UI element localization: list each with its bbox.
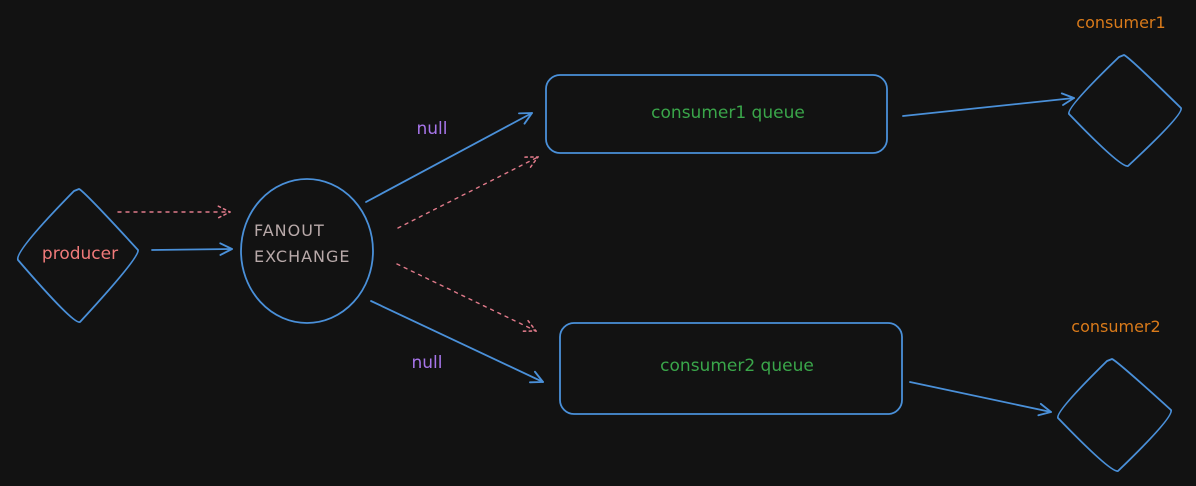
exchange-to-queue2-message-flow bbox=[396, 263, 536, 331]
exchange-to-queue2-arrow bbox=[370, 300, 544, 384]
routing-key-label-1: null bbox=[417, 119, 448, 139]
queue2-box bbox=[559, 322, 903, 415]
routing-key-label-2: null bbox=[412, 353, 443, 373]
exchange-to-queue1-arrow bbox=[365, 112, 533, 203]
queue2-to-consumer2-arrow bbox=[909, 381, 1052, 417]
queue2-label: consumer2 queue bbox=[660, 356, 814, 376]
consumer2-label: consumer2 bbox=[1071, 317, 1160, 336]
consumer2-node[interactable]: consumer2 bbox=[1057, 317, 1172, 472]
consumer1-queue-node[interactable]: consumer1 queue bbox=[545, 74, 888, 154]
exchange-label-line2: EXCHANGE bbox=[254, 247, 351, 266]
fanout-exchange-node[interactable]: FANOUT EXCHANGE bbox=[240, 178, 374, 324]
consumer1-label: consumer1 bbox=[1076, 13, 1165, 32]
exchange-label-line1: FANOUT bbox=[254, 221, 325, 240]
queue1-box bbox=[545, 74, 888, 154]
consumer2-queue-node[interactable]: consumer2 queue bbox=[559, 322, 903, 415]
exchange-to-queue1-message-flow bbox=[397, 157, 538, 229]
consumer1-diamond bbox=[1068, 54, 1182, 167]
queue1-to-consumer1-arrow bbox=[902, 92, 1075, 117]
consumer1-node[interactable]: consumer1 bbox=[1068, 13, 1182, 167]
queue1-label: consumer1 queue bbox=[651, 103, 805, 123]
consumer2-diamond bbox=[1057, 358, 1172, 472]
exchange-circle bbox=[240, 178, 374, 324]
producer-node[interactable]: producer bbox=[16, 188, 139, 323]
producer-label: producer bbox=[42, 244, 118, 264]
producer-to-exchange-arrow bbox=[151, 242, 233, 256]
producer-diamond bbox=[16, 188, 139, 323]
